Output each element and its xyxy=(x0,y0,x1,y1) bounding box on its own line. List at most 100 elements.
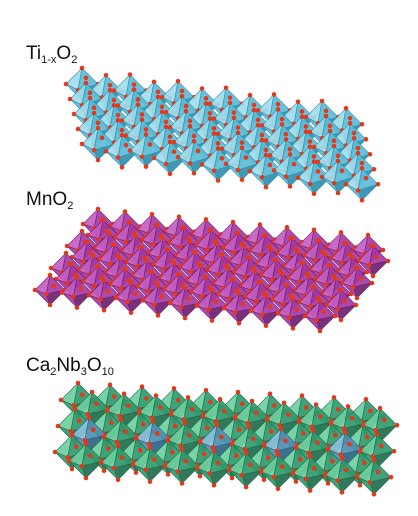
oxygen-atom xyxy=(371,491,377,497)
oxygen-atom xyxy=(182,421,188,426)
oxygen-atom xyxy=(354,295,360,301)
oxygen-atom xyxy=(243,155,249,160)
oxygen-atom xyxy=(230,219,236,225)
oxygen-atom xyxy=(175,154,181,160)
oxygen-atom xyxy=(226,296,232,302)
oxygen-atom xyxy=(315,169,321,174)
oxygen-atom xyxy=(313,317,319,323)
oxygen-atom xyxy=(143,127,149,132)
oxygen-atom xyxy=(101,434,107,440)
oxygen-atom xyxy=(331,138,337,144)
oxygen-atom xyxy=(342,430,348,435)
oxygen-atom xyxy=(127,72,133,77)
oxygen-atom xyxy=(95,206,101,212)
oxygen-atom xyxy=(82,437,88,443)
oxygen-atom xyxy=(380,247,386,253)
oxygen-atom xyxy=(293,479,299,484)
oxygen-atom xyxy=(257,222,263,227)
oxygen-atom xyxy=(332,313,338,319)
oxygen-atom xyxy=(95,125,101,131)
ti-label-sub2: 2 xyxy=(71,54,78,66)
ca-label-mid2: O xyxy=(86,355,102,376)
oxygen-atom xyxy=(214,422,220,428)
oxygen-atom xyxy=(275,107,281,112)
oxygen-atom xyxy=(95,157,101,163)
oxygen-atom xyxy=(111,465,117,471)
oxygen-atom xyxy=(127,220,133,225)
oxygen-atom xyxy=(258,252,264,258)
oxygen-atom xyxy=(215,271,221,277)
oxygen-atom xyxy=(242,274,248,280)
oxygen-atom xyxy=(271,168,277,173)
oxygen-atom xyxy=(130,462,136,467)
oxygen-atom xyxy=(133,233,139,239)
oxygen-atom xyxy=(367,480,373,485)
mn-label-sub1: 2 xyxy=(67,200,74,212)
oxygen-atom xyxy=(189,406,195,412)
oxygen-atom xyxy=(63,250,69,256)
titanium-oxide-label: Ti1-xO2 xyxy=(26,44,78,66)
oxygen-atom xyxy=(83,80,89,86)
oxygen-atom xyxy=(204,247,210,252)
oxygen-atom xyxy=(171,261,177,266)
oxygen-atom xyxy=(155,283,161,288)
oxygen-atom xyxy=(204,425,210,431)
oxygen-atom xyxy=(338,452,344,457)
oxygen-atom xyxy=(114,439,120,445)
oxygen-atom xyxy=(236,290,242,296)
oxygen-atom xyxy=(287,146,293,152)
oxygen-atom xyxy=(68,261,74,267)
oxygen-atom xyxy=(111,103,117,108)
oxygen-atom xyxy=(211,131,217,136)
oxygen-atom xyxy=(294,306,300,312)
oxygen-atom xyxy=(115,155,121,160)
nb-octahedron-face xyxy=(273,471,296,490)
oxygen-atom xyxy=(159,94,165,100)
oxygen-atom xyxy=(265,455,271,460)
oxygen-atom xyxy=(375,469,381,475)
oxygen-atom xyxy=(366,262,372,268)
oxygen-atom xyxy=(255,122,261,128)
oxygen-atom xyxy=(263,152,269,158)
oxygen-atom xyxy=(150,419,156,424)
oxygen-atom xyxy=(259,174,265,180)
oxygen-atom xyxy=(339,260,345,265)
oxygen-atom xyxy=(309,424,315,430)
oxygen-atom xyxy=(267,153,273,158)
oxygen-atom xyxy=(139,154,145,160)
oxygen-atom xyxy=(197,473,203,479)
oxygen-atom xyxy=(311,144,317,150)
oxygen-atom xyxy=(125,403,131,408)
oxygen-atom xyxy=(63,81,69,87)
nb-octahedron-face xyxy=(241,469,264,488)
oxygen-atom xyxy=(91,283,97,289)
oxygen-atom xyxy=(259,312,265,318)
oxygen-atom xyxy=(313,402,319,407)
oxygen-atom xyxy=(159,293,165,299)
oxygen-atom xyxy=(299,393,305,398)
oxygen-atom xyxy=(175,397,181,403)
oxygen-atom xyxy=(209,288,215,293)
oxygen-atom xyxy=(179,447,185,452)
oxygen-atom xyxy=(246,424,252,430)
oxygen-atom xyxy=(343,241,349,246)
oxygen-atom xyxy=(115,477,121,483)
oxygen-atom xyxy=(169,449,175,455)
oxygen-atom xyxy=(215,178,221,183)
oxygen-atom xyxy=(101,277,107,283)
oxygen-atom xyxy=(151,457,157,462)
oxygen-atom xyxy=(293,445,299,450)
oxygen-atom xyxy=(178,304,184,310)
nb-octahedron-face xyxy=(145,464,168,483)
oxygen-atom xyxy=(128,280,134,286)
oxygen-atom xyxy=(307,129,313,135)
oxygen-atom xyxy=(155,313,161,318)
oxygen-atom xyxy=(317,328,323,334)
oxygen-atom xyxy=(117,255,123,261)
oxygen-atom xyxy=(363,137,369,142)
oxygen-atom xyxy=(351,130,357,136)
oxygen-atom xyxy=(207,399,213,405)
oxygen-atom xyxy=(103,149,109,154)
oxygen-atom xyxy=(303,114,309,120)
oxygen-atom xyxy=(359,198,365,203)
